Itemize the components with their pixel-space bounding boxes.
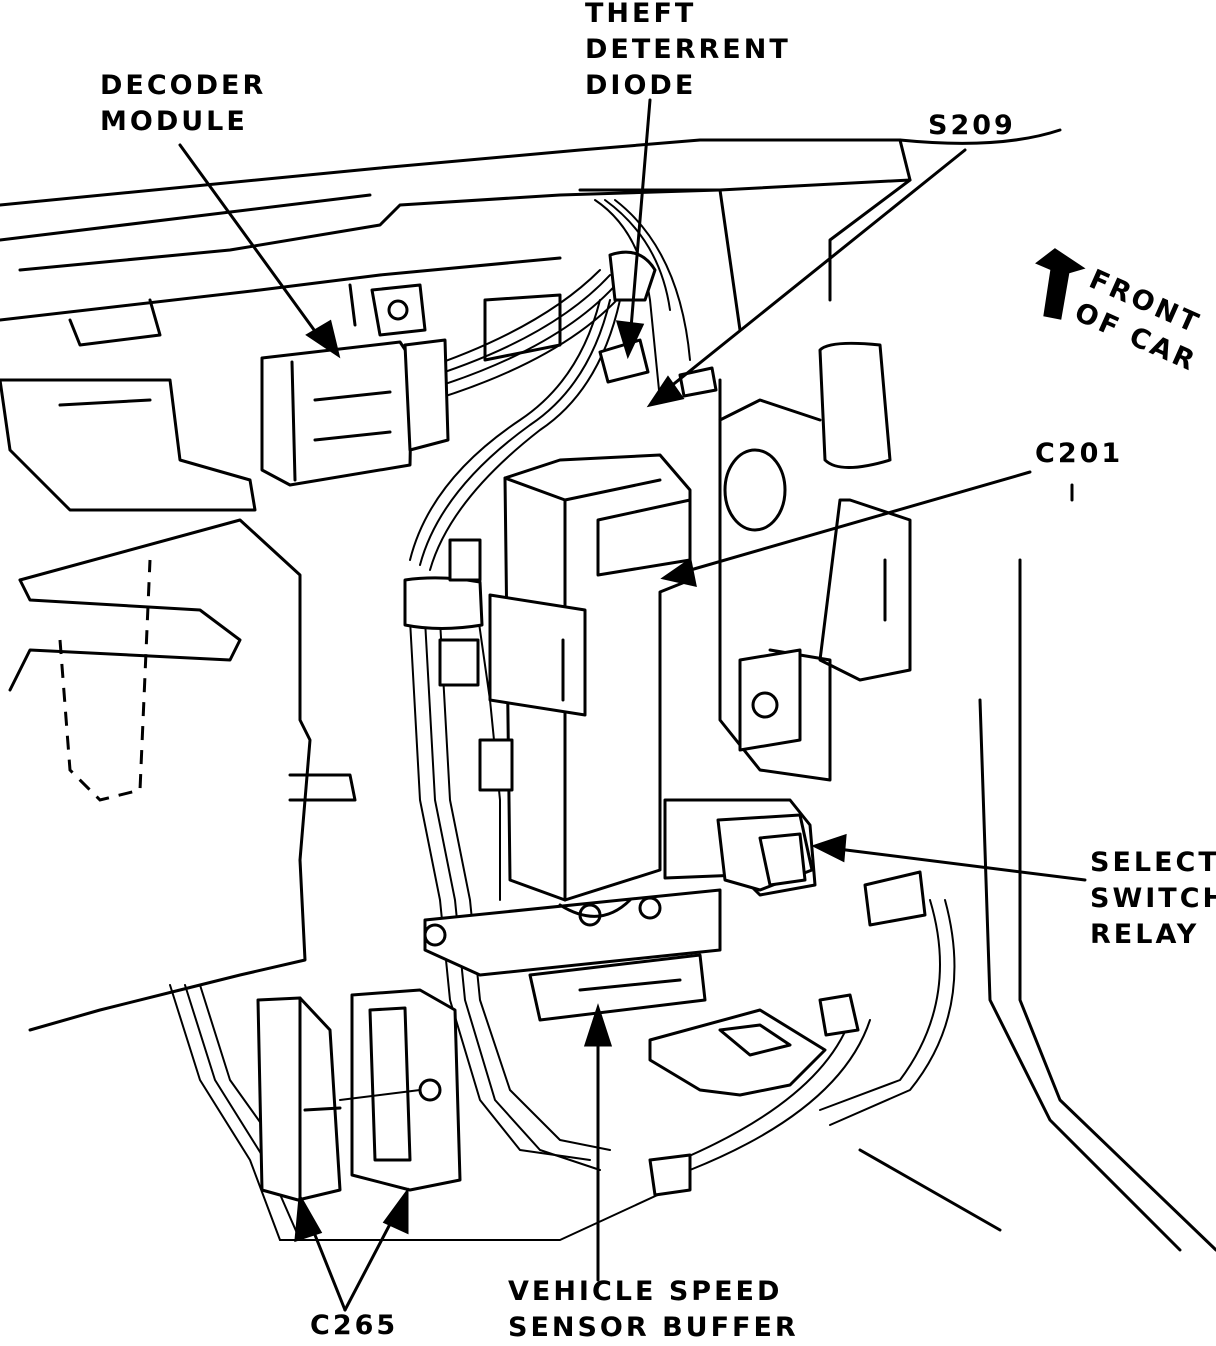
harness-clip (403, 538, 514, 792)
leader-arrows (178, 98, 1087, 1312)
wire-harness (169, 199, 956, 1241)
select-switch-relay-line-3: RELAY (1090, 919, 1200, 950)
select-switch-relay-line-1: SELECT (1090, 847, 1216, 878)
theft-deterrent-diode-drawing (598, 250, 718, 398)
dash-structure-left (0, 378, 357, 1032)
theft-deterrent-diode-line-1: THEFT (585, 0, 697, 29)
s209-label: S209 (928, 110, 1016, 141)
c265-connectors-drawing (256, 988, 462, 1202)
c265-label: C265 (310, 1310, 399, 1341)
select-switch-relay-line-2: SWITCH (1090, 883, 1216, 914)
decoder-module-line-1: DECODER (100, 70, 267, 101)
decoder-module-label: DECODER MODULE (100, 68, 266, 140)
theft-deterrent-diode-line-3: DIODE (585, 70, 697, 101)
select-switch-relay-label: SELECT SWITCH RELAY (1090, 845, 1216, 953)
instrument-panel (0, 128, 1062, 347)
vehicle-speed-sensor-buffer-line-2: SENSOR BUFFER (508, 1312, 799, 1343)
decoder-module-drawing (260, 283, 450, 487)
theft-deterrent-diode-label: THEFT DETERRENT DIODE (585, 0, 791, 104)
c201-label: C201 (1035, 438, 1124, 469)
decoder-module-line-2: MODULE (100, 106, 248, 137)
vehicle-speed-sensor-buffer-line-1: VEHICLE SPEED (508, 1276, 783, 1307)
mounting-bracket (483, 293, 1216, 1252)
lower-connector-drawing (648, 993, 860, 1197)
vehicle-speed-sensor-buffer-drawing (423, 453, 722, 1022)
theft-deterrent-diode-line-2: DETERRENT (585, 34, 791, 65)
select-switch-relay-drawing (663, 798, 927, 927)
vehicle-speed-sensor-buffer-label: VEHICLE SPEED SENSOR BUFFER (508, 1274, 799, 1346)
